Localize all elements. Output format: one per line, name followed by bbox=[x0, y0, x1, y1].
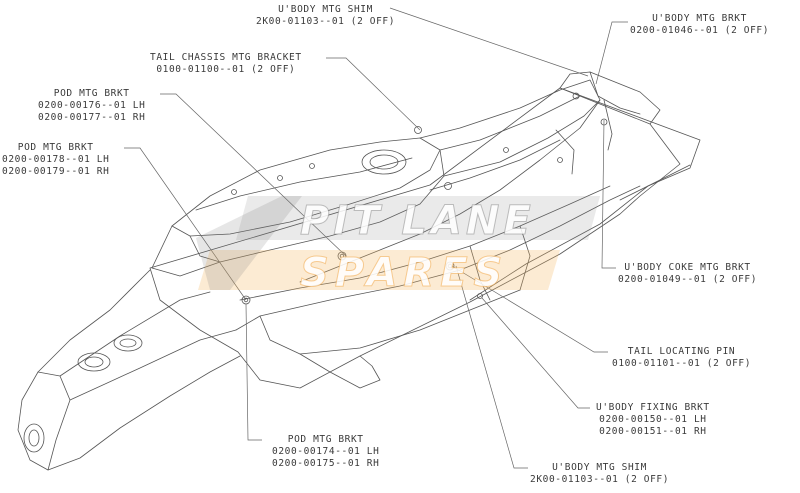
callout-part-number: 0200-01049--01 (2 OFF) bbox=[618, 274, 758, 285]
callout-tail-locating-pin: TAIL LOCATING PIN 0100-01101--01 (2 OFF) bbox=[612, 346, 751, 370]
callout-title: POD MTG BRKT bbox=[53, 88, 130, 99]
mounting-points bbox=[231, 92, 608, 305]
rear-structure bbox=[559, 71, 661, 125]
callout-ubody-mtg-shim-top: U'BODY MTG SHIM 2K00-01103--01 (2 OFF) bbox=[256, 4, 395, 28]
callout-pod-mtg-brkt-upper: POD MTG BRKT 0200-00176--01 LH 0200-0017… bbox=[38, 88, 145, 124]
callout-part-number: 0200-00176--01 LH bbox=[38, 100, 146, 111]
callout-part-number: 0100-01101--01 (2 OFF) bbox=[612, 358, 752, 369]
nose-opening bbox=[23, 423, 45, 453]
callout-tail-chassis-mtg-bracket: TAIL CHASSIS MTG BRACKET 0100-01100--01 … bbox=[150, 52, 302, 76]
callout-part-number: 0200-00175--01 RH bbox=[272, 458, 380, 469]
callout-title: U'BODY FIXING BRKT bbox=[596, 402, 710, 413]
callout-ubody-coke-mtg-brkt: U'BODY COKE MTG BRKT 0200-01049--01 (2 O… bbox=[618, 262, 757, 286]
callout-pod-mtg-brkt-lower: POD MTG BRKT 0200-00174--01 LH 0200-0017… bbox=[272, 434, 379, 470]
cockpit-opening bbox=[361, 149, 407, 175]
callout-ubody-mtg-shim-bottom: U'BODY MTG SHIM 2K00-01103--01 (2 OFF) bbox=[530, 462, 669, 486]
callout-title: U'BODY MTG SHIM bbox=[278, 4, 373, 15]
callout-part-number: 0100-01100--01 (2 OFF) bbox=[156, 64, 296, 75]
callout-part-number: 0200-00177--01 RH bbox=[38, 112, 146, 123]
callout-title: POD MTG BRKT bbox=[17, 142, 94, 153]
callout-pod-mtg-brkt-mid: POD MTG BRKT 0200-00178--01 LH 0200-0017… bbox=[2, 142, 109, 178]
nose-outline bbox=[17, 269, 241, 471]
callout-part-number: 0200-00150--01 LH bbox=[599, 414, 707, 425]
nose-hole-rear bbox=[113, 334, 143, 352]
callout-ubody-mtg-brkt: U'BODY MTG BRKT 0200-01046--01 (2 OFF) bbox=[630, 13, 769, 37]
callout-part-number: 0200-00178--01 LH bbox=[2, 154, 110, 165]
undertray-outline bbox=[149, 87, 681, 389]
callout-part-number: 2K00-01103--01 (2 OFF) bbox=[530, 474, 670, 485]
callout-part-number: 0200-00179--01 RH bbox=[2, 166, 110, 177]
callout-ubody-fixing-brkt: U'BODY FIXING BRKT 0200-00150--01 LH 020… bbox=[596, 402, 710, 438]
callout-part-number: 0200-00174--01 LH bbox=[272, 446, 380, 457]
callout-part-number: 2K00-01103--01 (2 OFF) bbox=[256, 16, 396, 27]
callout-title: TAIL LOCATING PIN bbox=[627, 346, 736, 357]
callout-title: U'BODY MTG BRKT bbox=[652, 13, 747, 24]
callout-title: TAIL CHASSIS MTG BRACKET bbox=[150, 52, 302, 63]
callout-part-number: 0200-00151--01 RH bbox=[599, 426, 707, 437]
callout-title: U'BODY MTG SHIM bbox=[552, 462, 647, 473]
callout-part-number: 0200-01046--01 (2 OFF) bbox=[630, 25, 770, 36]
callout-title: U'BODY COKE MTG BRKT bbox=[624, 262, 751, 273]
callout-title: POD MTG BRKT bbox=[287, 434, 364, 445]
sidepod-left bbox=[235, 185, 641, 331]
engine-cover bbox=[299, 79, 601, 283]
leader-lines bbox=[124, 7, 628, 469]
cockpit-tub bbox=[151, 137, 445, 277]
nose-hole-front bbox=[77, 352, 111, 372]
